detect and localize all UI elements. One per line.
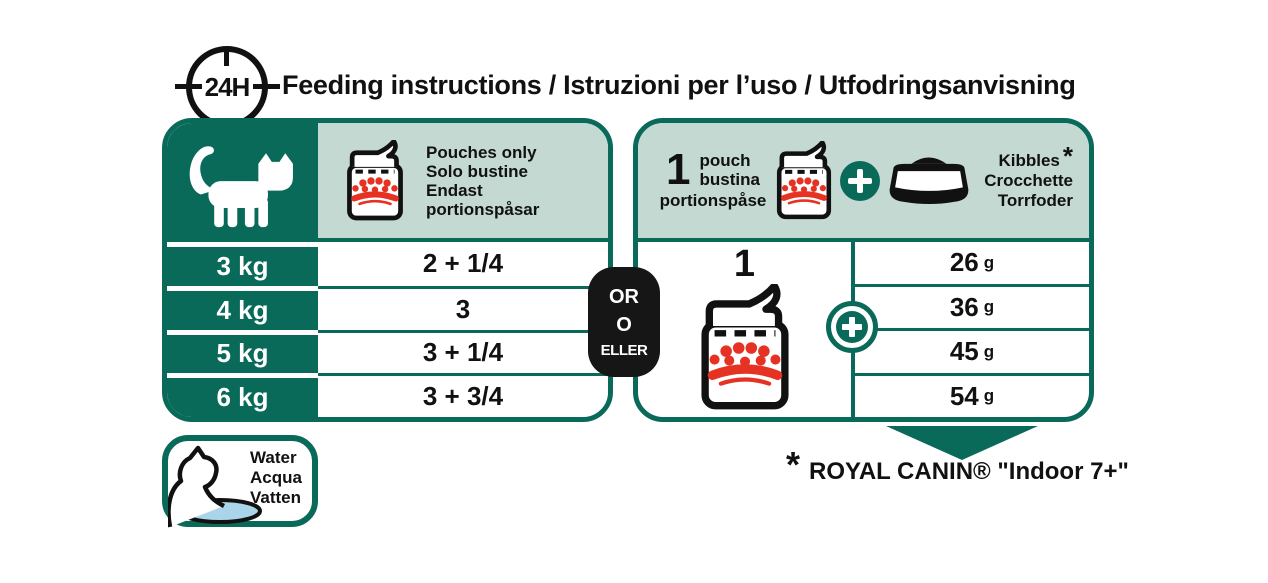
pouch-unit-line: portionspåse — [659, 191, 767, 210]
grams-unit: g — [983, 341, 995, 361]
asterisk: * — [786, 444, 801, 485]
water-cat-icon — [168, 445, 262, 528]
kibbles-line: Torrfoder — [997, 190, 1073, 210]
weight-cell: 6 kg — [167, 373, 318, 417]
grams-unit: g — [983, 297, 995, 317]
water-line: Vatten — [250, 488, 302, 507]
weight-cell: 3 kg — [167, 242, 318, 286]
bowl-icon — [889, 157, 969, 204]
kibbles-line: Crocchette — [984, 170, 1073, 190]
or-label: ELLER — [600, 341, 648, 359]
plus-icon — [840, 160, 880, 201]
grams-value: 45 — [949, 336, 979, 367]
kibbles-line: Kibbles* — [998, 140, 1073, 171]
pouch-amount-cell: 3 + 3/4 — [318, 373, 608, 417]
grams-unit: g — [983, 386, 995, 406]
pouch-amount-cell: 2 + 1/4 — [318, 242, 608, 286]
table-row: 5 kg 3 + 1/4 — [167, 329, 608, 374]
kibbles-grams-column: 26 g 36 g 45 g 54 g — [851, 242, 1089, 417]
header-line: Pouches only — [426, 142, 537, 162]
grams-value: 36 — [949, 291, 979, 322]
cat-silhouette-icon — [189, 145, 293, 227]
or-badge: OR O ELLER — [588, 267, 660, 377]
table-row: 4 kg 3 — [167, 285, 608, 330]
pouch-quantity: 1 — [666, 145, 691, 194]
grams-value: 26 — [949, 247, 979, 278]
pouches-only-header: Pouches only Solo bustine Endast portion… — [167, 123, 608, 242]
water-badge: Water Acqua Vatten — [162, 435, 318, 528]
pouch-plus-kibbles-table: 1 pouch bustina portionspåse — [633, 118, 1094, 422]
table-row: 36 g — [855, 283, 1089, 329]
clock-top-tick-icon — [224, 49, 229, 66]
pouches-only-table: Pouches only Solo bustine Endast portion… — [162, 118, 613, 422]
table-row: 26 g — [855, 242, 1089, 284]
pouches-only-header-right: Pouches only Solo bustine Endast portion… — [318, 123, 608, 242]
pouch-icon — [700, 284, 789, 410]
clock-right-dash-icon — [253, 84, 280, 89]
pouches-only-text: Pouches only Solo bustine Endast portion… — [426, 143, 539, 219]
water-text: Water Acqua Vatten — [250, 448, 302, 508]
pouch-unit-line: pouch — [699, 151, 751, 170]
asterisk: * — [1062, 140, 1073, 171]
water-line: Acqua — [250, 468, 302, 487]
water-line: Water — [250, 448, 297, 467]
pouch-plus-kibbles-header: 1 pouch bustina portionspåse — [638, 123, 1089, 242]
kibbles-text: Kibbles* Crocchette Torrfoder — [972, 140, 1077, 211]
crown-logo-icon — [351, 176, 399, 205]
header-line: Endast — [426, 180, 483, 200]
pouch-amount-cell: 3 + 1/4 — [318, 329, 608, 374]
pouch-unit-line: bustina — [699, 170, 760, 189]
footnote: * ROYAL CANIN® "Indoor 7+" — [786, 444, 1129, 486]
table-row: 6 kg 3 + 3/4 — [167, 373, 608, 417]
cat-cell — [167, 123, 318, 242]
plus-icon — [826, 301, 878, 353]
weight-cell: 4 kg — [167, 285, 318, 330]
or-label: OR — [609, 285, 639, 308]
clock-left-dash-icon — [175, 84, 202, 89]
page-title: Feeding instructions / Istruzioni per l’… — [282, 70, 1076, 100]
down-arrow-icon — [886, 426, 1038, 460]
crown-logo-icon — [707, 342, 782, 386]
table-row: 3 kg 2 + 1/4 — [167, 242, 608, 286]
grams-value: 54 — [949, 380, 979, 411]
clock-24h-label: 24H — [204, 71, 251, 102]
header-line: Solo bustine — [426, 161, 528, 181]
pouch-plus-kibbles-rows: 1 26 g — [638, 242, 1089, 417]
pouch-icon — [347, 139, 403, 220]
or-label: O — [616, 313, 632, 336]
table-row: 54 g — [855, 372, 1089, 418]
pouches-only-rows: 3 kg 2 + 1/4 4 kg 3 5 kg 3 + 1/4 6 kg 3 … — [167, 242, 608, 417]
pouch-count-cell: 1 — [638, 242, 851, 417]
footnote-text: ROYAL CANIN® "Indoor 7+" — [809, 458, 1129, 485]
grams-unit: g — [983, 252, 995, 272]
table-row: 45 g — [855, 328, 1089, 373]
pouch-quantity-block: 1 pouch bustina portionspåse — [652, 145, 774, 211]
header-line: portionspåsar — [426, 199, 540, 219]
weight-cell: 5 kg — [167, 329, 318, 374]
pouch-amount-cell: 3 — [318, 285, 608, 330]
crown-logo-icon — [780, 176, 828, 204]
pouch-icon — [776, 140, 832, 219]
pouch-count: 1 — [733, 243, 756, 285]
